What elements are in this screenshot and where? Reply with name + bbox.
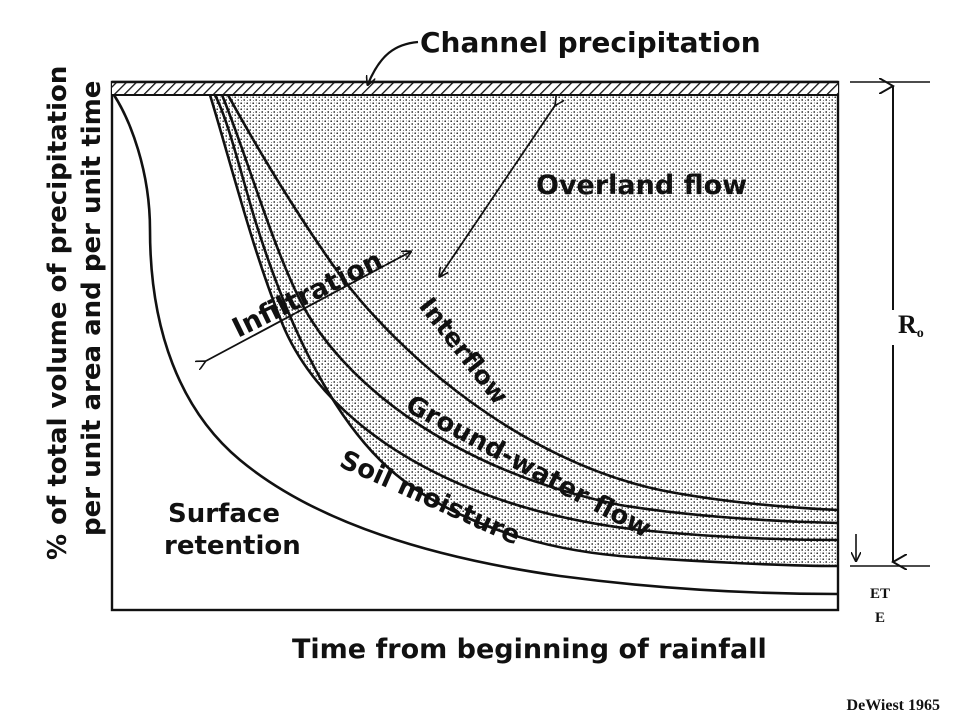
channel-precipitation-leader (368, 40, 419, 84)
soil-moisture-curve (213, 94, 839, 568)
surface-retention-curve (112, 94, 839, 596)
credit-label: DeWiest 1965 (847, 697, 940, 714)
y-axis-label-line1: % of total volume of precipitation (43, 66, 73, 560)
interflow-curve (220, 94, 839, 525)
x-axis-label: Time from beginning of rainfall (292, 634, 767, 665)
surface-retention-label-line2: retention (164, 531, 301, 561)
ro-label: Ro (898, 310, 924, 341)
surface-retention-label-line1: Surface (168, 499, 280, 529)
overland-flow-curve (226, 94, 839, 512)
et-label-line2: E (875, 610, 885, 626)
overland-flow-region (228, 95, 838, 510)
overland-flow-label: Overland flow (536, 170, 747, 201)
channel-precipitation-strip (112, 82, 838, 95)
infiltration-arrow (204, 252, 410, 362)
groundwater-curve (208, 94, 839, 542)
channel-precipitation-label: Channel precipitation (420, 26, 761, 59)
et-label-line1: ET (870, 586, 890, 602)
y-axis-label-line2: per unit area and per unit time (77, 81, 107, 536)
overland-flow-arrow (440, 104, 556, 276)
